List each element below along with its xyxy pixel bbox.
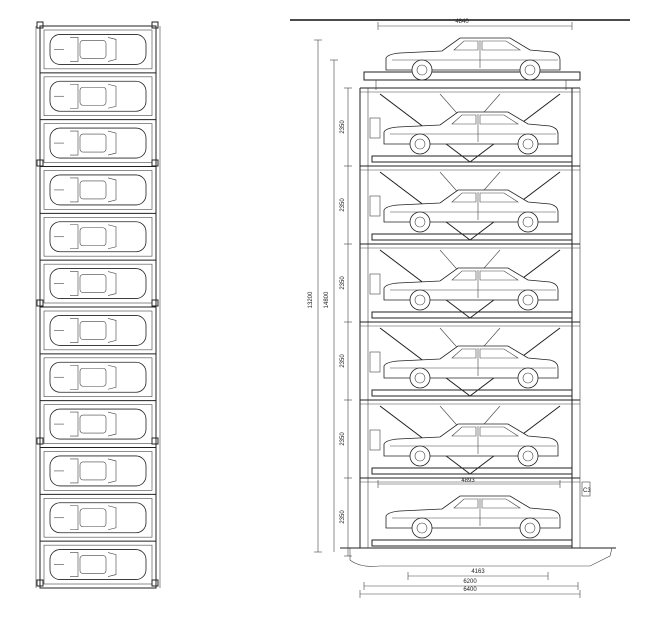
side-mark: C3 — [583, 488, 591, 494]
car — [385, 495, 561, 539]
top-width-dim: 4840 — [455, 19, 469, 25]
platform-width-dim: 4893 — [461, 478, 475, 484]
level-height-dim: 2350 — [340, 276, 346, 290]
plan-bay — [40, 212, 156, 257]
car — [383, 345, 559, 389]
plan-bay — [40, 72, 156, 116]
plan-bay — [40, 540, 156, 585]
parking-level — [360, 243, 580, 319]
parking-level — [360, 399, 580, 475]
plan-view — [35, 21, 161, 589]
car — [383, 267, 559, 311]
base-width-3: 6400 — [463, 587, 477, 593]
total-height-outer: 14800 — [324, 291, 330, 308]
total-height-inner: 13200 — [308, 291, 314, 308]
base-width-2: 6200 — [463, 579, 477, 585]
car — [383, 189, 559, 233]
car — [385, 37, 561, 81]
plan-bay — [40, 259, 156, 304]
parking-level — [360, 165, 580, 241]
parking-level — [360, 321, 580, 397]
level-height-dim: 2350 — [340, 432, 346, 446]
level-height-dim: 2350 — [340, 354, 346, 368]
plan-bay — [40, 306, 156, 351]
elevation-view: C3 13200 14800 235023502350235023502350 … — [290, 19, 630, 598]
plan-bay — [40, 25, 156, 70]
car — [383, 423, 559, 467]
plan-bay — [40, 493, 156, 538]
plan-bay — [40, 119, 156, 163]
parking-level — [360, 87, 580, 163]
plan-bay — [40, 166, 156, 210]
base-width-1: 4163 — [471, 569, 485, 575]
level-height-dim: 2350 — [340, 198, 346, 212]
plan-bay — [40, 400, 156, 444]
parking-level — [360, 477, 580, 547]
plan-bay — [40, 447, 156, 491]
level-height-dim: 2350 — [340, 510, 346, 524]
plan-bay — [40, 353, 156, 397]
car — [383, 111, 559, 155]
level-height-dim: 2350 — [340, 120, 346, 134]
